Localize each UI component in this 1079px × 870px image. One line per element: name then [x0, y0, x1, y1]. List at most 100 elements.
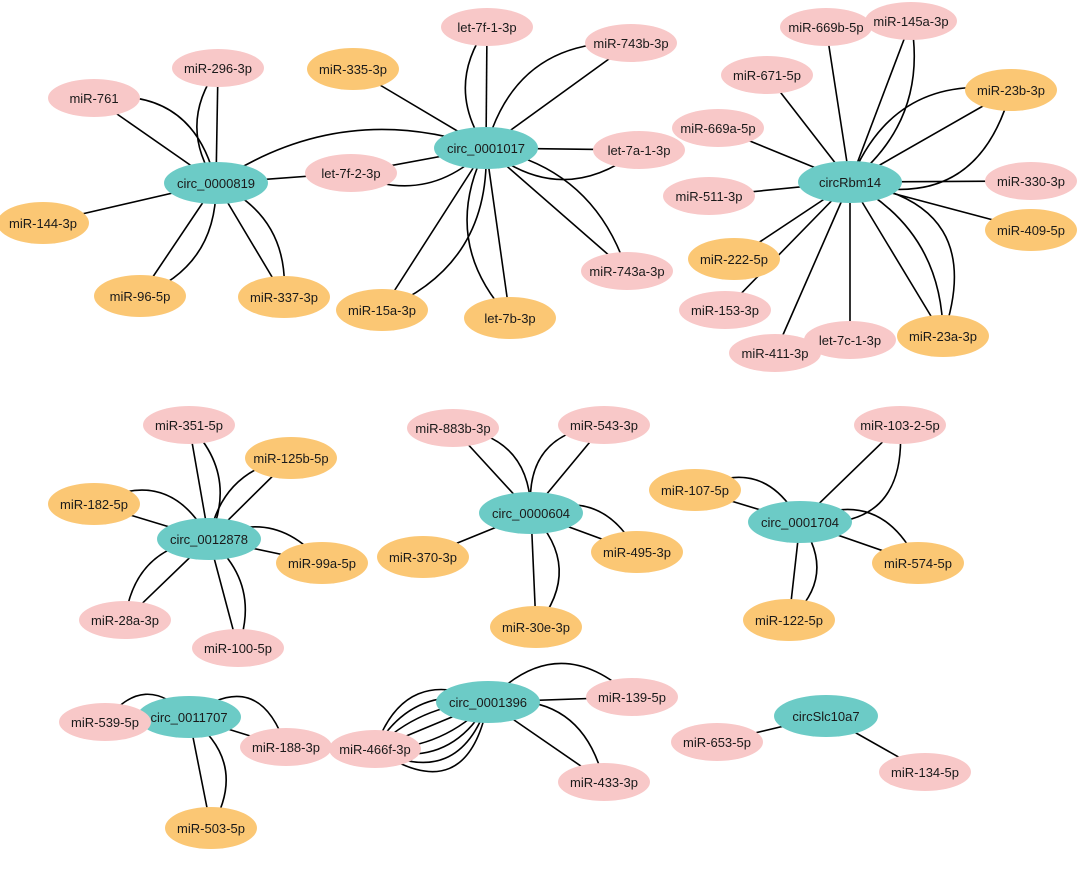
node-ellipse: [774, 695, 878, 737]
mirna-node-m511: miR-511-3p: [663, 177, 755, 215]
node-label: miR-103-2-5p: [860, 418, 939, 433]
node-label: miR-15a-3p: [348, 303, 416, 318]
mirna-node-m330: miR-330-3p: [985, 162, 1077, 200]
mirna-node-m30e: miR-30e-3p: [490, 606, 582, 648]
node-ellipse: [591, 531, 683, 573]
mirna-node-m653: miR-653-5p: [671, 723, 763, 761]
mirna-node-m122: miR-122-5p: [743, 599, 835, 641]
mirna-node-m182: miR-182-5p: [48, 483, 140, 525]
mirna-node-m125b: miR-125b-5p: [245, 437, 337, 479]
node-ellipse: [172, 49, 264, 87]
node-ellipse: [586, 678, 678, 716]
edge-c1017-l7b: [485, 147, 511, 319]
node-label: miR-139-5p: [598, 690, 666, 705]
node-label: miR-466f-3p: [339, 742, 411, 757]
node-ellipse: [164, 162, 268, 204]
node-label: let-7a-1-3p: [608, 143, 671, 158]
node-ellipse: [165, 807, 257, 849]
mirna-node-m669a: miR-669a-5p: [672, 109, 764, 147]
node-ellipse: [157, 518, 261, 560]
mirna-node-m409: miR-409-5p: [985, 209, 1077, 251]
mirna-node-m466f: miR-466f-3p: [329, 730, 421, 768]
node-ellipse: [672, 109, 764, 147]
node-ellipse: [240, 728, 332, 766]
circrna-node-c1704: circ_0001704: [748, 501, 852, 543]
mirna-node-m222: miR-222-5p: [688, 238, 780, 280]
mirna-node-m574: miR-574-5p: [872, 542, 964, 584]
node-label: circ_0001017: [447, 141, 525, 156]
node-label: miR-503-5p: [177, 821, 245, 836]
mirna-node-l7b: let-7b-3p: [464, 297, 556, 339]
edge-crbm-m145a: [849, 20, 912, 183]
mirna-node-m100: miR-100-5p: [192, 629, 284, 667]
node-ellipse: [79, 601, 171, 639]
node-label: miR-433-3p: [570, 775, 638, 790]
node-label: miR-153-3p: [691, 303, 759, 318]
mirna-node-m370: miR-370-3p: [377, 536, 469, 578]
node-label: miR-188-3p: [252, 740, 320, 755]
node-ellipse: [798, 161, 902, 203]
mirna-node-m134: miR-134-5p: [879, 753, 971, 791]
mirna-node-m543: miR-543-3p: [558, 406, 650, 444]
node-ellipse: [276, 542, 368, 584]
mirna-node-m335: miR-335-3p: [307, 48, 399, 90]
node-label: miR-543-3p: [570, 418, 638, 433]
node-label: miR-182-5p: [60, 497, 128, 512]
node-label: circ_0001396: [449, 695, 527, 710]
node-label: circSlc10a7: [792, 709, 859, 724]
node-ellipse: [804, 321, 896, 359]
circrna-node-c11707: circ_0011707: [137, 696, 241, 738]
node-label: miR-296-3p: [184, 61, 252, 76]
node-ellipse: [649, 469, 741, 511]
mirna-node-m15a: miR-15a-3p: [336, 289, 428, 331]
node-ellipse: [238, 276, 330, 318]
node-label: let-7c-1-3p: [819, 333, 881, 348]
mirna-node-l7a1: let-7a-1-3p: [593, 131, 685, 169]
node-ellipse: [441, 8, 533, 46]
mirna-node-m351: miR-351-5p: [143, 406, 235, 444]
node-label: miR-23b-3p: [977, 83, 1045, 98]
node-ellipse: [593, 131, 685, 169]
node-ellipse: [245, 437, 337, 479]
node-ellipse: [336, 289, 428, 331]
node-label: miR-743b-3p: [593, 36, 668, 51]
node-ellipse: [558, 763, 650, 801]
node-label: miR-669b-5p: [788, 20, 863, 35]
node-label: miR-144-3p: [9, 216, 77, 231]
node-label: let-7f-2-3p: [321, 166, 380, 181]
node-ellipse: [748, 501, 852, 543]
node-ellipse: [897, 315, 989, 357]
node-ellipse: [780, 8, 872, 46]
mirna-node-m103: miR-103-2-5p: [854, 406, 946, 444]
node-ellipse: [558, 406, 650, 444]
node-label: miR-125b-5p: [253, 451, 328, 466]
node-label: miR-335-3p: [319, 62, 387, 77]
node-ellipse: [879, 753, 971, 791]
node-label: miR-495-3p: [603, 545, 671, 560]
node-ellipse: [143, 406, 235, 444]
node-ellipse: [865, 2, 957, 40]
node-ellipse: [585, 24, 677, 62]
node-ellipse: [985, 209, 1077, 251]
edge-c1017-m15a: [381, 147, 487, 311]
mirna-node-l7c1: let-7c-1-3p: [804, 321, 896, 359]
mirna-node-l7f1: let-7f-1-3p: [441, 8, 533, 46]
mirna-node-m296: miR-296-3p: [172, 49, 264, 87]
node-label: miR-330-3p: [997, 174, 1065, 189]
node-ellipse: [965, 69, 1057, 111]
mirna-node-m669b: miR-669b-5p: [780, 8, 872, 46]
node-ellipse: [305, 154, 397, 192]
node-label: miR-411-3p: [742, 346, 809, 361]
node-ellipse: [377, 536, 469, 578]
node-ellipse: [407, 409, 499, 447]
node-ellipse: [48, 79, 140, 117]
node-label: miR-337-3p: [250, 290, 318, 305]
node-ellipse: [464, 297, 556, 339]
mirna-node-l7f2: let-7f-2-3p: [305, 154, 397, 192]
node-label: let-7b-3p: [484, 311, 535, 326]
node-ellipse: [0, 202, 89, 244]
node-ellipse: [307, 48, 399, 90]
edge-c1017-m743a: [485, 147, 628, 272]
node-label: miR-99a-5p: [288, 556, 356, 571]
node-ellipse: [490, 606, 582, 648]
